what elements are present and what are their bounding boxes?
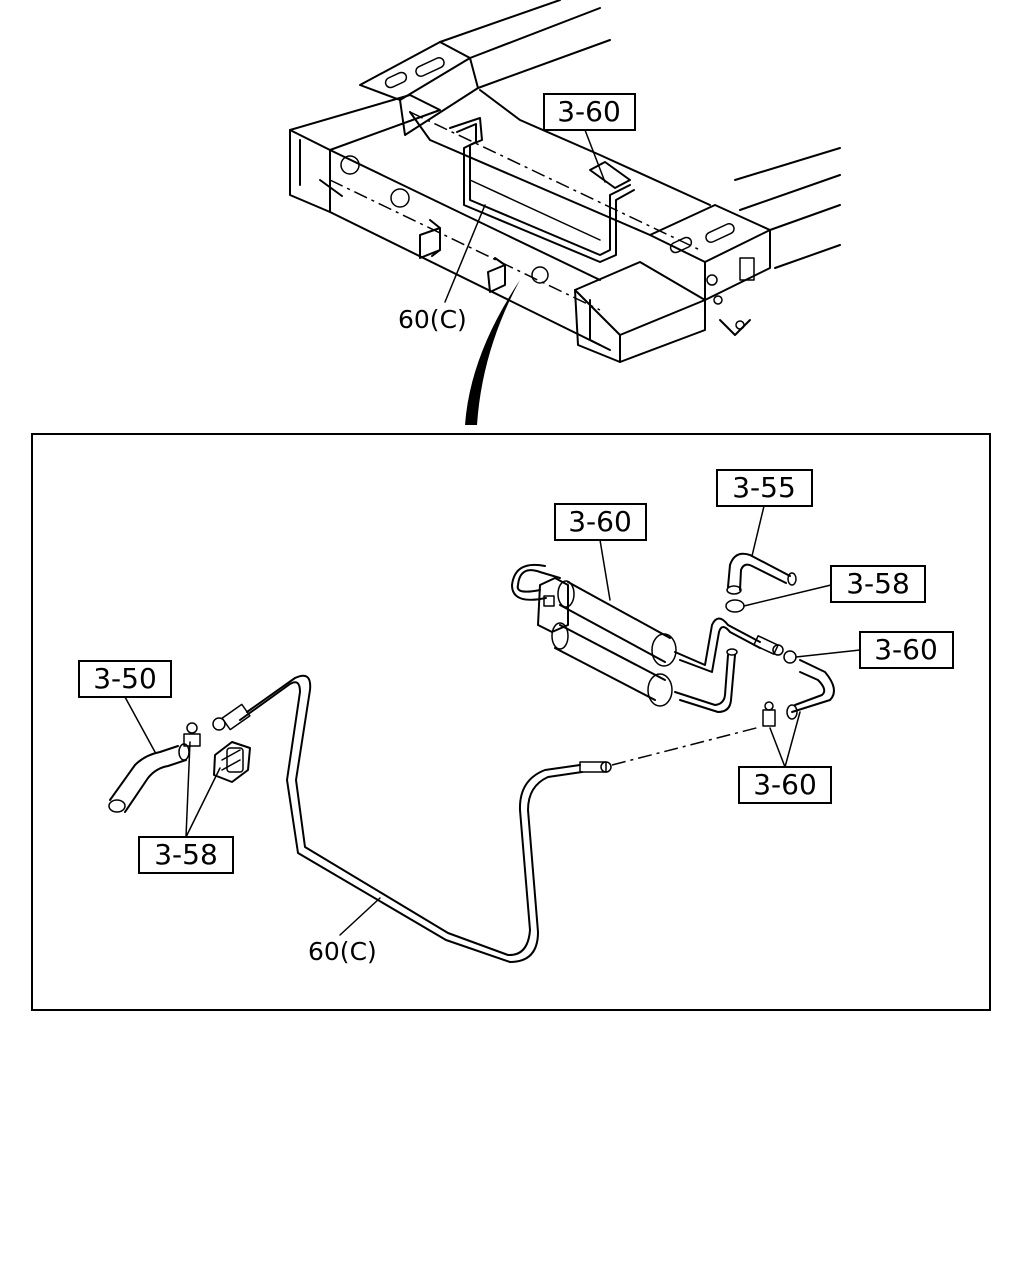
callout-label: 3-60 — [874, 633, 938, 666]
callout-label: 60(C) — [308, 937, 377, 966]
callout-label: 3-55 — [732, 471, 796, 504]
detail-callout-clamps-left: 3-58 — [138, 741, 234, 874]
hose-top — [725, 552, 797, 613]
callout-label: 60(C) — [398, 305, 467, 334]
callout-label: 3-60 — [753, 768, 817, 801]
zoom-pointer — [465, 280, 520, 425]
overview-callout-cooler: 3-60 — [543, 93, 636, 183]
callout-label: 3-60 — [557, 95, 621, 128]
detail-frame — [31, 433, 991, 1011]
overview-callout-pipe: 60(C) — [398, 204, 486, 334]
detail-callout-cooler: 3-60 — [554, 503, 647, 601]
hose-right — [762, 650, 835, 727]
detail-callout-connector-right: 3-60 — [795, 631, 954, 669]
pipe-60c — [212, 674, 761, 963]
detail-callout-hose-top: 3-55 — [716, 469, 813, 557]
clamp-bracket — [213, 741, 251, 783]
oil-cooler — [511, 563, 784, 713]
detail-callout-hose-left: 3-50 — [78, 660, 172, 753]
detail-callout-pipe: 60(C) — [308, 897, 381, 966]
detail-callout-connectors-lower: 3-60 — [738, 711, 832, 804]
detail-callout-clamp-top: 3-58 — [743, 565, 926, 607]
callout-label: 3-50 — [93, 662, 157, 695]
callout-label: 3-58 — [846, 567, 910, 600]
frame-overview — [289, 0, 841, 363]
callout-label: 3-60 — [568, 505, 632, 538]
hose-left — [108, 722, 201, 813]
callout-label: 3-58 — [154, 838, 218, 871]
